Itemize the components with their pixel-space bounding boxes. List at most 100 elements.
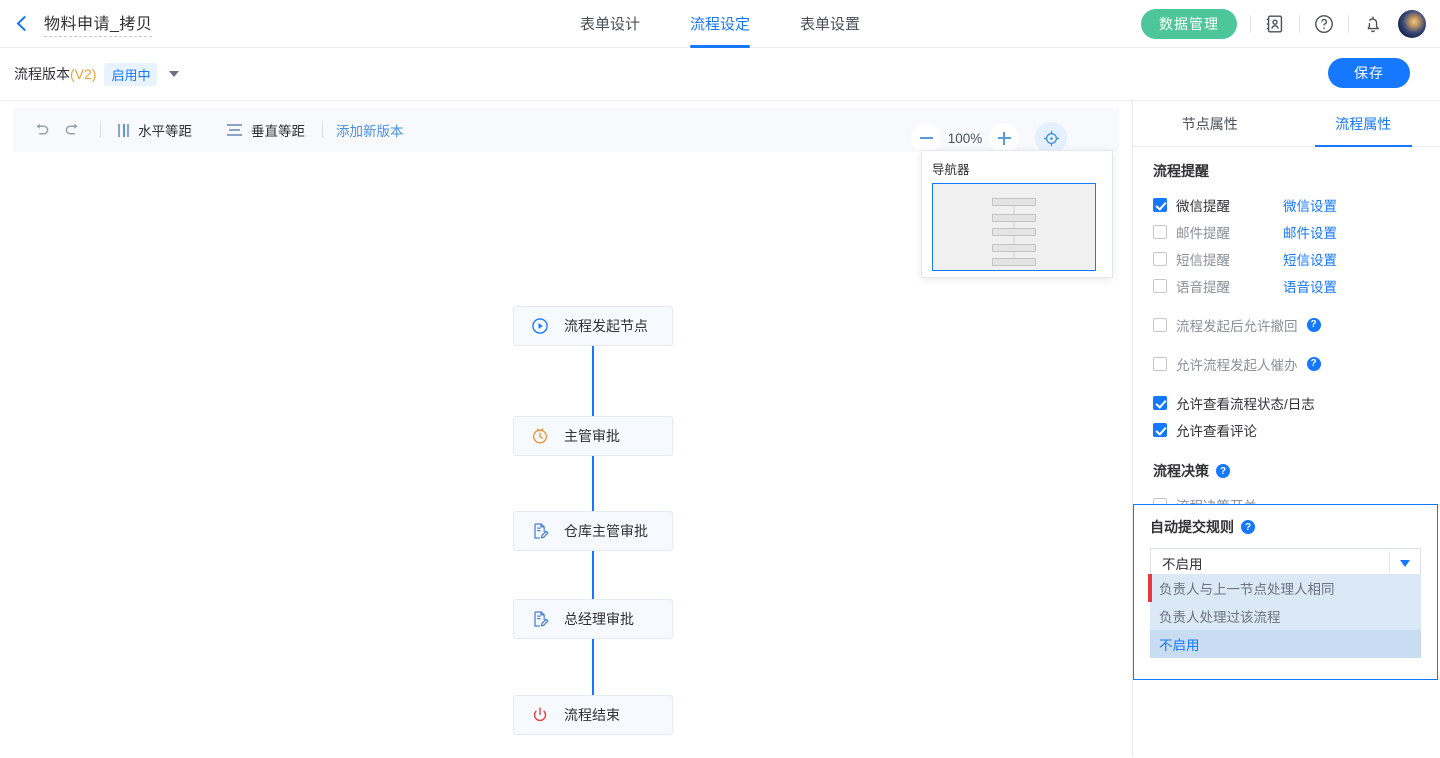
flow-node-label: 流程结束 bbox=[564, 705, 620, 725]
checkbox-view-comment[interactable] bbox=[1153, 423, 1167, 437]
vertical-distribute-label: 垂直等距 bbox=[251, 120, 305, 140]
checkbox-voice-reminder[interactable] bbox=[1153, 279, 1167, 293]
tab-form-setting[interactable]: 表单设置 bbox=[800, 1, 860, 48]
label-view-status-log: 允许查看流程状态/日志 bbox=[1176, 393, 1315, 413]
version-label: 流程版本(V2) bbox=[14, 64, 96, 84]
label-view-comment: 允许查看评论 bbox=[1176, 420, 1257, 440]
label-voice-reminder: 语音提醒 bbox=[1176, 276, 1230, 296]
reminder-row-voice: 语音提醒 语音设置 bbox=[1153, 272, 1420, 299]
dropdown-option-same-handler[interactable]: 负责人与上一节点处理人相同 bbox=[1150, 574, 1421, 602]
dropdown-option-disabled[interactable]: 不启用 bbox=[1150, 630, 1421, 658]
tab-node-properties[interactable]: 节点属性 bbox=[1133, 101, 1287, 146]
link-email-settings[interactable]: 邮件设置 bbox=[1283, 222, 1337, 242]
validation-marker bbox=[1148, 574, 1152, 602]
chevron-down-icon[interactable] bbox=[1400, 560, 1410, 567]
horizontal-distribute-label: 水平等距 bbox=[138, 120, 192, 140]
link-wechat-settings[interactable]: 微信设置 bbox=[1283, 195, 1337, 215]
label-email-reminder: 邮件提醒 bbox=[1176, 222, 1230, 242]
play-circle-icon bbox=[530, 316, 550, 336]
flow-node-warehouse-approval[interactable]: 仓库主管审批 bbox=[513, 511, 673, 551]
divider bbox=[1250, 15, 1251, 33]
spacer bbox=[209, 122, 210, 138]
flow-node-label: 总经理审批 bbox=[564, 609, 634, 629]
checkbox-email-reminder[interactable] bbox=[1153, 225, 1167, 239]
checkbox-view-status-log[interactable] bbox=[1153, 396, 1167, 410]
dropdown-option-label: 负责人与上一节点处理人相同 bbox=[1159, 578, 1335, 598]
tab-form-design[interactable]: 表单设计 bbox=[580, 1, 640, 48]
auto-submit-rule-label: 自动提交规则 bbox=[1150, 517, 1234, 537]
auto-submit-rule-dropdown: 负责人与上一节点处理人相同 负责人处理过该流程 不启用 bbox=[1150, 574, 1421, 658]
horizontal-distribute-button[interactable]: 水平等距 bbox=[114, 120, 196, 140]
label-allow-withdraw: 流程发起后允许撤回 bbox=[1176, 315, 1298, 335]
divider bbox=[1348, 15, 1349, 33]
zoom-level: 100% bbox=[947, 131, 983, 146]
decision-section-label: 流程决策 bbox=[1153, 461, 1209, 481]
help-icon-allow-withdraw[interactable]: ? bbox=[1307, 318, 1321, 332]
help-circle-icon[interactable] bbox=[1313, 13, 1335, 35]
checkbox-wechat-reminder[interactable] bbox=[1153, 198, 1167, 212]
chevron-left-icon[interactable] bbox=[14, 15, 32, 33]
flow-node-gm-approval[interactable]: 总经理审批 bbox=[513, 599, 673, 639]
decision-section-title: 流程决策 ? bbox=[1153, 461, 1420, 481]
version-number: (V2) bbox=[70, 66, 96, 82]
document-edit-icon bbox=[530, 521, 550, 541]
properties-body: 流程提醒 微信提醒 微信设置 邮件提醒 邮件设置 短信提醒 短信设置 语音提醒 … bbox=[1133, 147, 1440, 518]
help-icon-allow-urge[interactable]: ? bbox=[1307, 357, 1321, 371]
checkbox-allow-withdraw[interactable] bbox=[1153, 318, 1167, 332]
document-edit-icon bbox=[530, 609, 550, 629]
clock-icon bbox=[530, 426, 550, 446]
divider bbox=[1389, 551, 1390, 575]
version-bar: 流程版本(V2) 启用中 保存 bbox=[0, 48, 1440, 100]
power-off-icon bbox=[530, 705, 550, 725]
dropdown-option-handled-before[interactable]: 负责人处理过该流程 bbox=[1150, 602, 1421, 630]
back-and-title: 物料申请_拷贝 bbox=[0, 10, 152, 37]
flow-node-label: 仓库主管审批 bbox=[564, 521, 648, 541]
data-management-button[interactable]: 数据管理 bbox=[1141, 9, 1237, 39]
checkbox-allow-urge[interactable] bbox=[1153, 357, 1167, 371]
help-icon-auto-submit[interactable]: ? bbox=[1241, 520, 1255, 534]
save-button[interactable]: 保存 bbox=[1328, 58, 1410, 88]
link-sms-settings[interactable]: 短信设置 bbox=[1283, 249, 1337, 269]
reminder-row-wechat: 微信提醒 微信设置 bbox=[1153, 191, 1420, 218]
reminder-section-title: 流程提醒 bbox=[1153, 161, 1420, 181]
bell-icon[interactable] bbox=[1362, 13, 1384, 35]
option-row-allow-urge: 允许流程发起人催办 ? bbox=[1153, 350, 1420, 377]
help-icon-decision[interactable]: ? bbox=[1216, 464, 1230, 478]
vertical-distribute-button[interactable]: 垂直等距 bbox=[223, 120, 309, 140]
auto-submit-rule-title: 自动提交规则 ? bbox=[1150, 517, 1421, 537]
divider bbox=[322, 122, 323, 138]
chevron-down-icon[interactable] bbox=[169, 71, 179, 77]
vertical-distribute-icon bbox=[227, 124, 242, 136]
status-badge[interactable]: 启用中 bbox=[104, 63, 157, 86]
label-sms-reminder: 短信提醒 bbox=[1176, 249, 1230, 269]
flow-node-supervisor-approval[interactable]: 主管审批 bbox=[513, 416, 673, 456]
horizontal-distribute-icon bbox=[118, 124, 129, 137]
contacts-icon[interactable] bbox=[1264, 13, 1286, 35]
document-title[interactable]: 物料申请_拷贝 bbox=[44, 10, 152, 37]
tab-flow-properties[interactable]: 流程属性 bbox=[1287, 101, 1440, 146]
avatar[interactable] bbox=[1398, 10, 1426, 38]
flow-graph: 流程发起节点 主管审批 bbox=[0, 145, 1132, 758]
divider bbox=[1299, 15, 1300, 33]
flow-node-end[interactable]: 流程结束 bbox=[513, 695, 673, 735]
link-voice-settings[interactable]: 语音设置 bbox=[1283, 276, 1337, 296]
undo-icon[interactable] bbox=[27, 115, 57, 145]
option-row-allow-withdraw: 流程发起后允许撤回 ? bbox=[1153, 311, 1420, 338]
add-new-version-button[interactable]: 添加新版本 bbox=[336, 120, 404, 140]
top-bar-actions: 数据管理 bbox=[1141, 0, 1426, 48]
properties-tab-bar: 节点属性 流程属性 bbox=[1133, 101, 1440, 147]
checkbox-sms-reminder[interactable] bbox=[1153, 252, 1167, 266]
tab-flow-setting[interactable]: 流程设定 bbox=[690, 1, 750, 48]
label-allow-urge: 允许流程发起人催办 bbox=[1176, 354, 1298, 374]
reminder-row-email: 邮件提醒 邮件设置 bbox=[1153, 218, 1420, 245]
auto-submit-rule-section: 自动提交规则 ? 不启用 负责人与上一节点处理人相同 负责人处理过该流程 不启用 bbox=[1133, 504, 1438, 680]
auto-submit-rule-value: 不启用 bbox=[1162, 553, 1203, 573]
reminder-section-label: 流程提醒 bbox=[1153, 161, 1209, 181]
option-row-view-status: 允许查看流程状态/日志 bbox=[1153, 389, 1420, 416]
reminder-row-sms: 短信提醒 短信设置 bbox=[1153, 245, 1420, 272]
option-row-view-comment: 允许查看评论 bbox=[1153, 416, 1420, 443]
redo-icon[interactable] bbox=[57, 115, 87, 145]
label-wechat-reminder: 微信提醒 bbox=[1176, 195, 1230, 215]
flow-node-start[interactable]: 流程发起节点 bbox=[513, 306, 673, 346]
flow-node-label: 主管审批 bbox=[564, 426, 620, 446]
